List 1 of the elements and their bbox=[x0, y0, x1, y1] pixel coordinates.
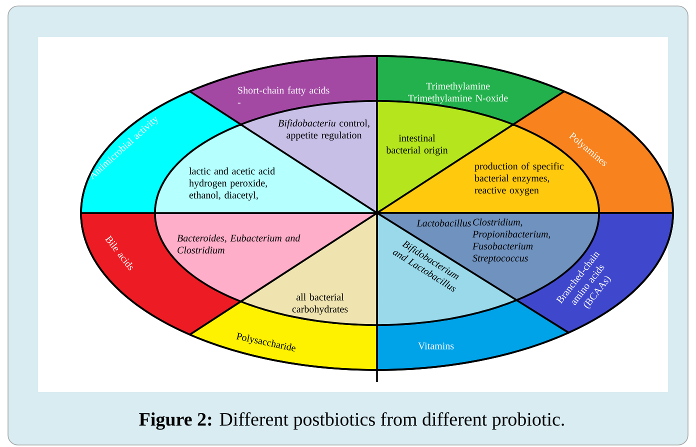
figure-caption: Figure 2: Different postbiotics from different probiotic. bbox=[139, 412, 564, 430]
